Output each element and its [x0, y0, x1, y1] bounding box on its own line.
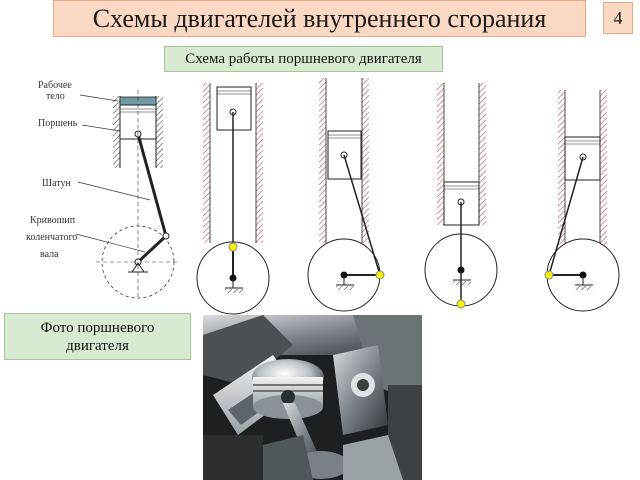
label-piston: Поршень: [38, 118, 78, 129]
label-working-body-2: тело: [46, 91, 65, 102]
label-working-body: Рабочее: [38, 80, 72, 91]
stroke-position-2: [307, 78, 385, 312]
stroke-position-1: [196, 83, 270, 315]
slide-title: Схемы двигателей внутреннего сгорания: [53, 0, 586, 37]
label-crank-2: коленчатого: [26, 232, 77, 243]
photo-caption: Фото поршневого двигателя: [4, 313, 191, 360]
labeled-piston-diagram: Рабочее тело Поршень Шатун Кривошип коле…: [26, 80, 180, 300]
label-crank-1: Кривошип: [30, 215, 76, 226]
label-crank-3: вала: [40, 249, 59, 260]
stroke-position-4: [544, 90, 620, 312]
stroke-position-3: [424, 83, 498, 309]
engine-photo: [203, 315, 422, 480]
label-rod: Шатун: [42, 178, 72, 189]
page-number: 4: [603, 2, 633, 34]
scheme-caption: Схема работы поршневого двигателя: [164, 46, 443, 72]
